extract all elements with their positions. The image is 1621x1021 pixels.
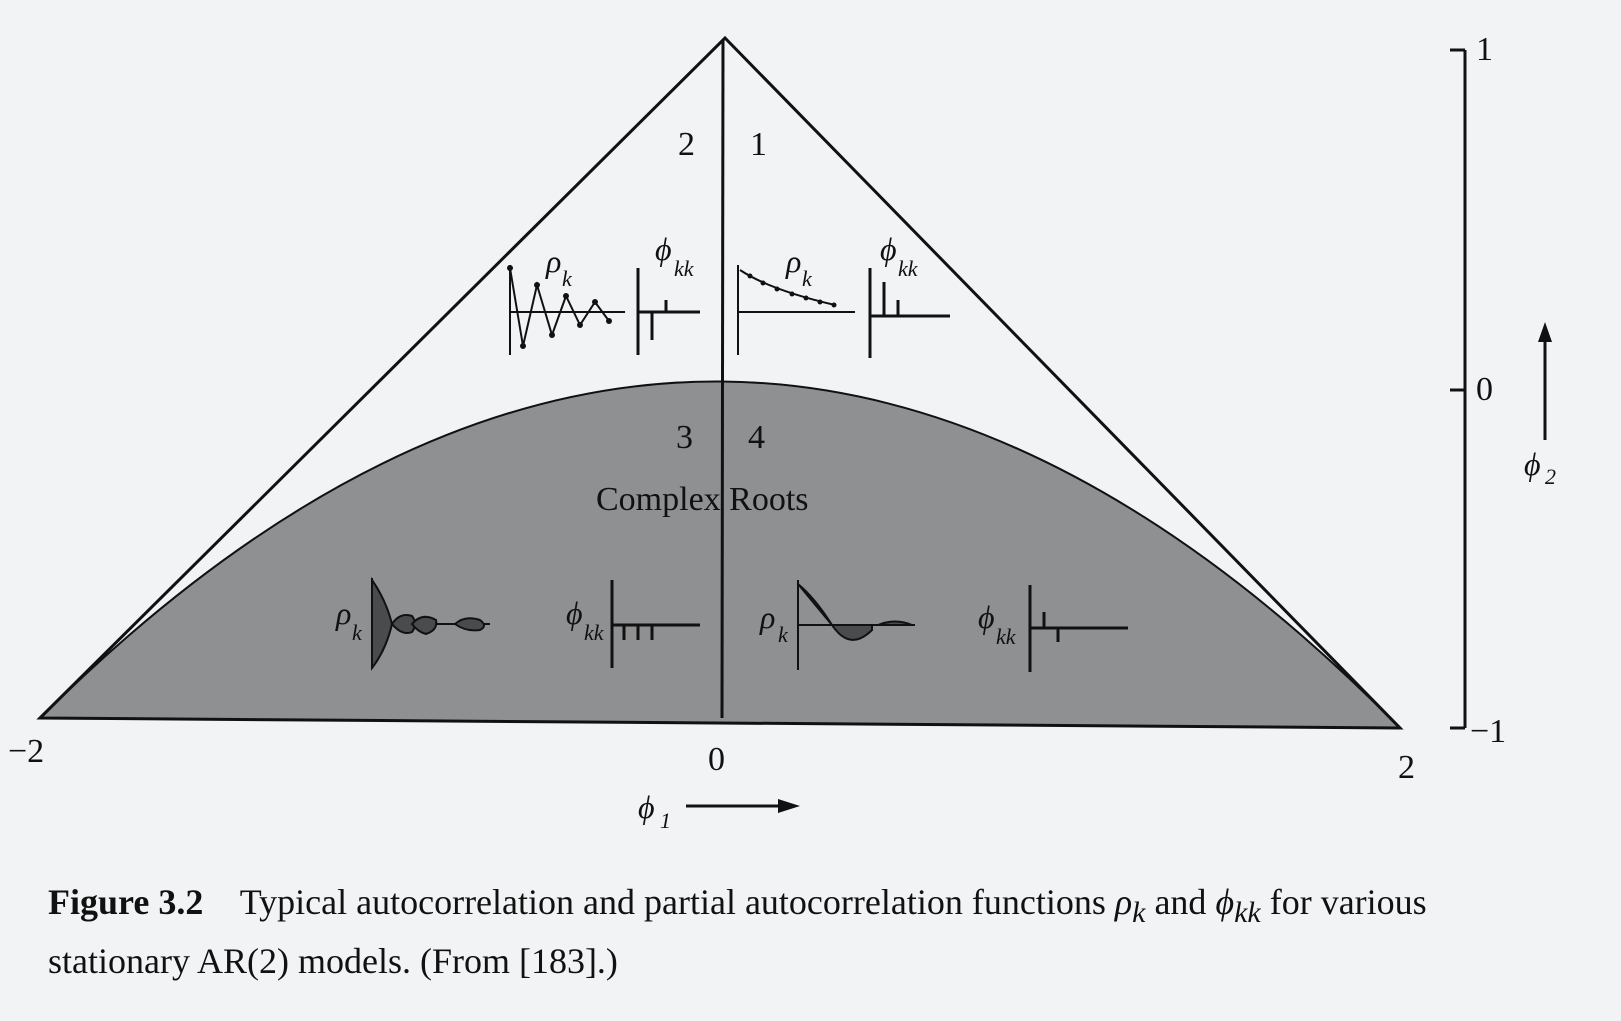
caption-rho: ρ: [1114, 882, 1133, 922]
region-2-label: 2: [678, 126, 695, 163]
stationarity-triangle: [36, 35, 1404, 730]
rho-k-symbol-region-1: ρ: [785, 243, 801, 279]
caption-phi: ϕ: [1215, 882, 1235, 922]
caption-text-2: for various stationary AR(2) models. (Fr…: [48, 882, 1427, 982]
phikk-subscript-region-2: kk: [674, 256, 695, 281]
caption-text-1: Typical autocorrelation and partial auto…: [239, 882, 1106, 922]
phikk-subscript-region-4: kk: [996, 624, 1017, 649]
phikk-symbol-region-3: ϕ: [566, 595, 583, 631]
phi2-tick-0: 0: [1476, 371, 1493, 408]
rho-k-symbol-region-4: ρ: [759, 599, 775, 635]
rho-k-plot-region-2: [507, 265, 625, 355]
phi2-axis: 1 0 −1 ϕ 2: [1450, 31, 1556, 750]
region-4-label: 4: [748, 419, 765, 456]
phikk-plot-region-4: [1028, 585, 1128, 672]
phikk-subscript-region-1: kk: [898, 256, 919, 281]
phi2-symbol: ϕ: [1524, 446, 1541, 482]
phi2-arrow-icon: [1538, 322, 1552, 342]
rho-k-plot-region-4: [797, 580, 915, 670]
phi1-tick-2: 2: [1398, 749, 1415, 786]
rho-k-symbol-region-2: ρ: [545, 243, 561, 279]
phikk-symbol-region-2: ϕ: [655, 231, 672, 267]
rho-k-subscript-region-4: k: [778, 622, 789, 647]
phi1-symbol: ϕ: [638, 789, 655, 825]
rho-k-subscript-region-2: k: [562, 266, 573, 291]
phikk-plot-region-3: [610, 580, 700, 668]
region-1-label: 1: [750, 126, 767, 163]
phi1-axis-label: ϕ 1: [638, 789, 800, 833]
caption-rho-sub: k: [1132, 896, 1146, 930]
phi1-tick-0: 0: [708, 741, 725, 778]
phi1-subscript: 1: [660, 808, 671, 833]
complex-roots-label: Complex Roots: [596, 481, 809, 518]
caption-phi-sub: kk: [1234, 896, 1261, 930]
phikk-subscript-region-3: kk: [584, 620, 605, 645]
phikk-symbol-region-4: ϕ: [978, 599, 995, 635]
figure-number: Figure 3.2: [48, 882, 204, 922]
complex-roots-region: [37, 380, 1403, 730]
phi1-arrow-icon: [778, 799, 800, 813]
rho-k-plot-region-3: [371, 576, 490, 671]
phi2-subscript: 2: [1545, 464, 1556, 489]
phikk-plot-region-1: [868, 268, 950, 358]
rho-k-plot-region-1: [737, 265, 855, 355]
phikk-symbol-region-1: ϕ: [880, 231, 897, 267]
phi2-tick-1: 1: [1476, 31, 1493, 68]
figure-caption: Figure 3.2 Typical autocorrelation and p…: [48, 878, 1568, 985]
phikk-plot-region-2: [636, 268, 700, 355]
rho-k-subscript-region-1: k: [802, 266, 813, 291]
phi2-tick-minus1: −1: [1470, 713, 1506, 750]
rho-k-symbol-region-3: ρ: [335, 595, 351, 631]
phi1-zero-line: [720, 39, 725, 719]
phi1-tick-minus2: −2: [8, 733, 44, 770]
caption-and: and: [1154, 882, 1207, 922]
rho-k-subscript-region-3: k: [352, 620, 363, 645]
region-3-label: 3: [676, 419, 693, 456]
